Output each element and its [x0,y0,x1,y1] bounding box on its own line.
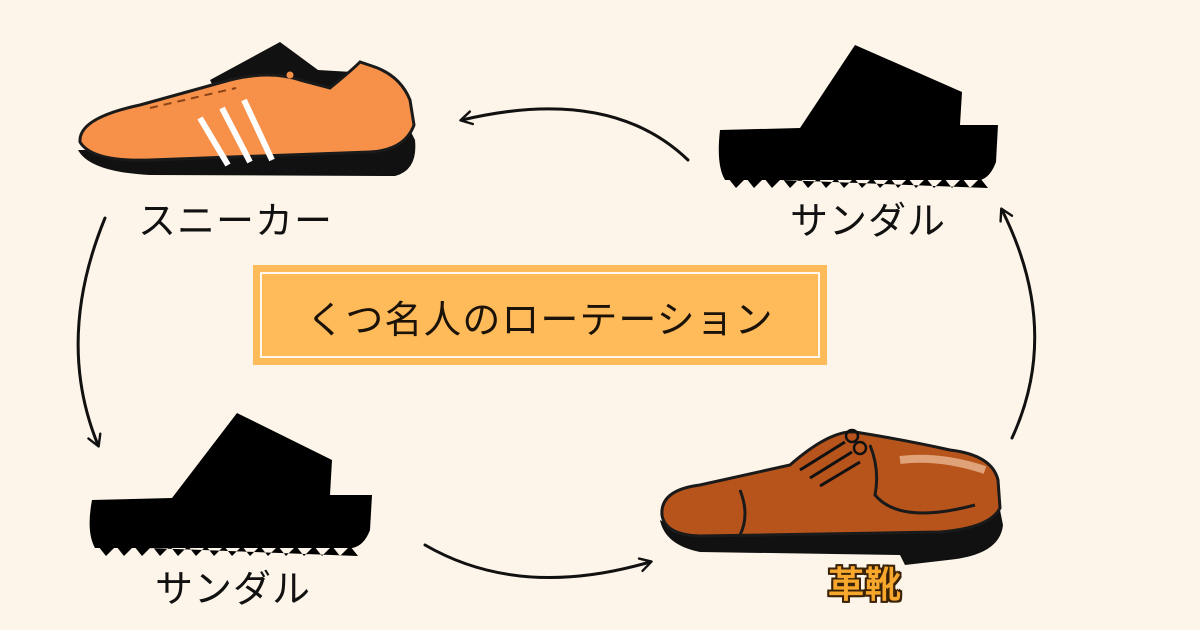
label-sneaker: スニーカー [138,199,334,243]
label-leather-shoes: 革靴 [828,565,903,606]
leather-shoe-icon [660,428,1003,565]
label-sandal-bottom-left: サンダル [155,567,312,611]
sandal-icon [89,413,372,556]
arrow-icon [76,107,1037,579]
diagram-title: くつ名人のローテーション [306,298,774,342]
sneaker-icon [78,42,416,176]
label-sandal-top-right: サンダル [790,199,947,243]
title-box: くつ名人のローテーション [253,265,827,365]
sandal-icon [718,45,998,188]
